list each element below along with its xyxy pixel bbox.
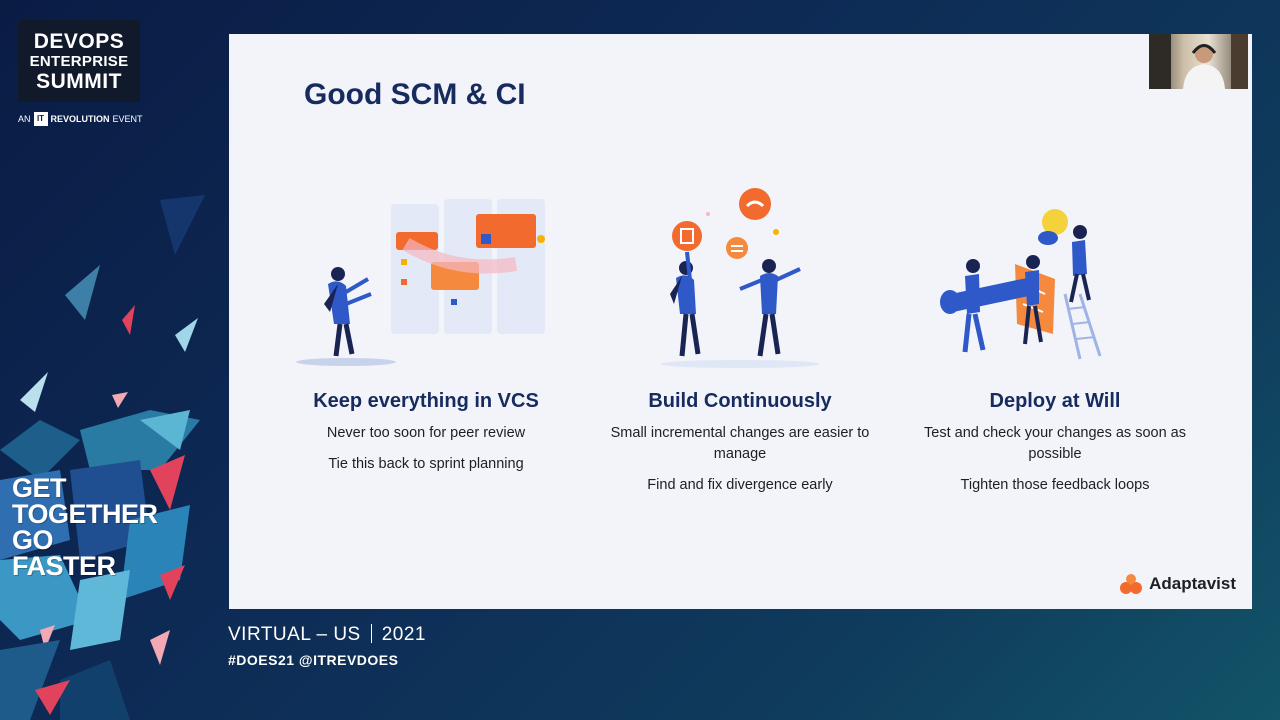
logo-line-enterprise: ENTERPRISE — [29, 52, 129, 70]
column-build: Build Continuously Small incremental cha… — [590, 184, 890, 496]
slide-title: Good SCM & CI — [304, 78, 526, 111]
column-line: Tighten those feedback loops — [960, 477, 1150, 493]
event-year: 2021 — [381, 624, 426, 645]
adaptavist-icon — [1120, 574, 1143, 594]
column-vcs: Keep everything in VCS Never too soon fo… — [276, 184, 576, 475]
event-location: VIRTUAL – US 2021 — [228, 624, 426, 646]
motto-line: GET — [12, 473, 67, 503]
event-virtual-label: VIRTUAL – US — [228, 624, 361, 645]
tagline-suffix: EVENT — [112, 114, 143, 124]
event-hashtags: #DOES21 @ITREVDOES — [228, 652, 399, 668]
motto-line: FASTER — [12, 551, 116, 581]
column-line: Test and check your changes as soon as p… — [924, 425, 1186, 462]
logo-line-summit: SUMMIT — [36, 69, 122, 93]
column-line: Find and fix divergence early — [647, 477, 833, 493]
column-heading: Deploy at Will — [989, 390, 1121, 412]
team-building-icon — [940, 209, 1102, 360]
column-line: Small incremental changes are easier to … — [610, 425, 870, 462]
event-logo: DEVOPS ENTERPRISE SUMMIT — [18, 20, 140, 102]
event-tagline: AN IT REVOLUTION EVENT — [18, 112, 143, 126]
event-motto: GET TOGETHER GO FASTER — [12, 473, 158, 581]
kanban-board-icon — [296, 199, 545, 366]
column-deploy: Deploy at Will Test and check your chang… — [905, 184, 1205, 496]
deploy-illustration — [905, 184, 1205, 384]
speaker-avatar-icon — [1149, 34, 1248, 89]
decorative-shards — [0, 195, 205, 720]
build-illustration — [590, 184, 890, 384]
motto-line: GO — [12, 525, 54, 555]
speaker-webcam — [1149, 34, 1248, 89]
column-heading: Build Continuously — [648, 390, 832, 412]
vcs-illustration — [276, 184, 576, 384]
tagline-brand: REVOLUTION — [50, 114, 110, 124]
column-line: Tie this back to sprint planning — [328, 456, 524, 472]
motto-line: TOGETHER — [12, 499, 158, 529]
divider — [370, 624, 372, 643]
logo-line-devops: DEVOPS — [33, 29, 125, 53]
tagline-prefix: AN — [18, 114, 31, 124]
brand-name: Adaptavist — [1149, 574, 1236, 593]
column-heading: Keep everything in VCS — [313, 390, 539, 412]
column-line: Never too soon for peer review — [326, 425, 526, 441]
presentation-slide: Good SCM & CI — [229, 34, 1252, 609]
it-revolution-icon: IT — [33, 112, 48, 126]
adaptavist-logo: Adaptavist — [1119, 573, 1236, 595]
team-juggling-icon — [660, 188, 820, 368]
